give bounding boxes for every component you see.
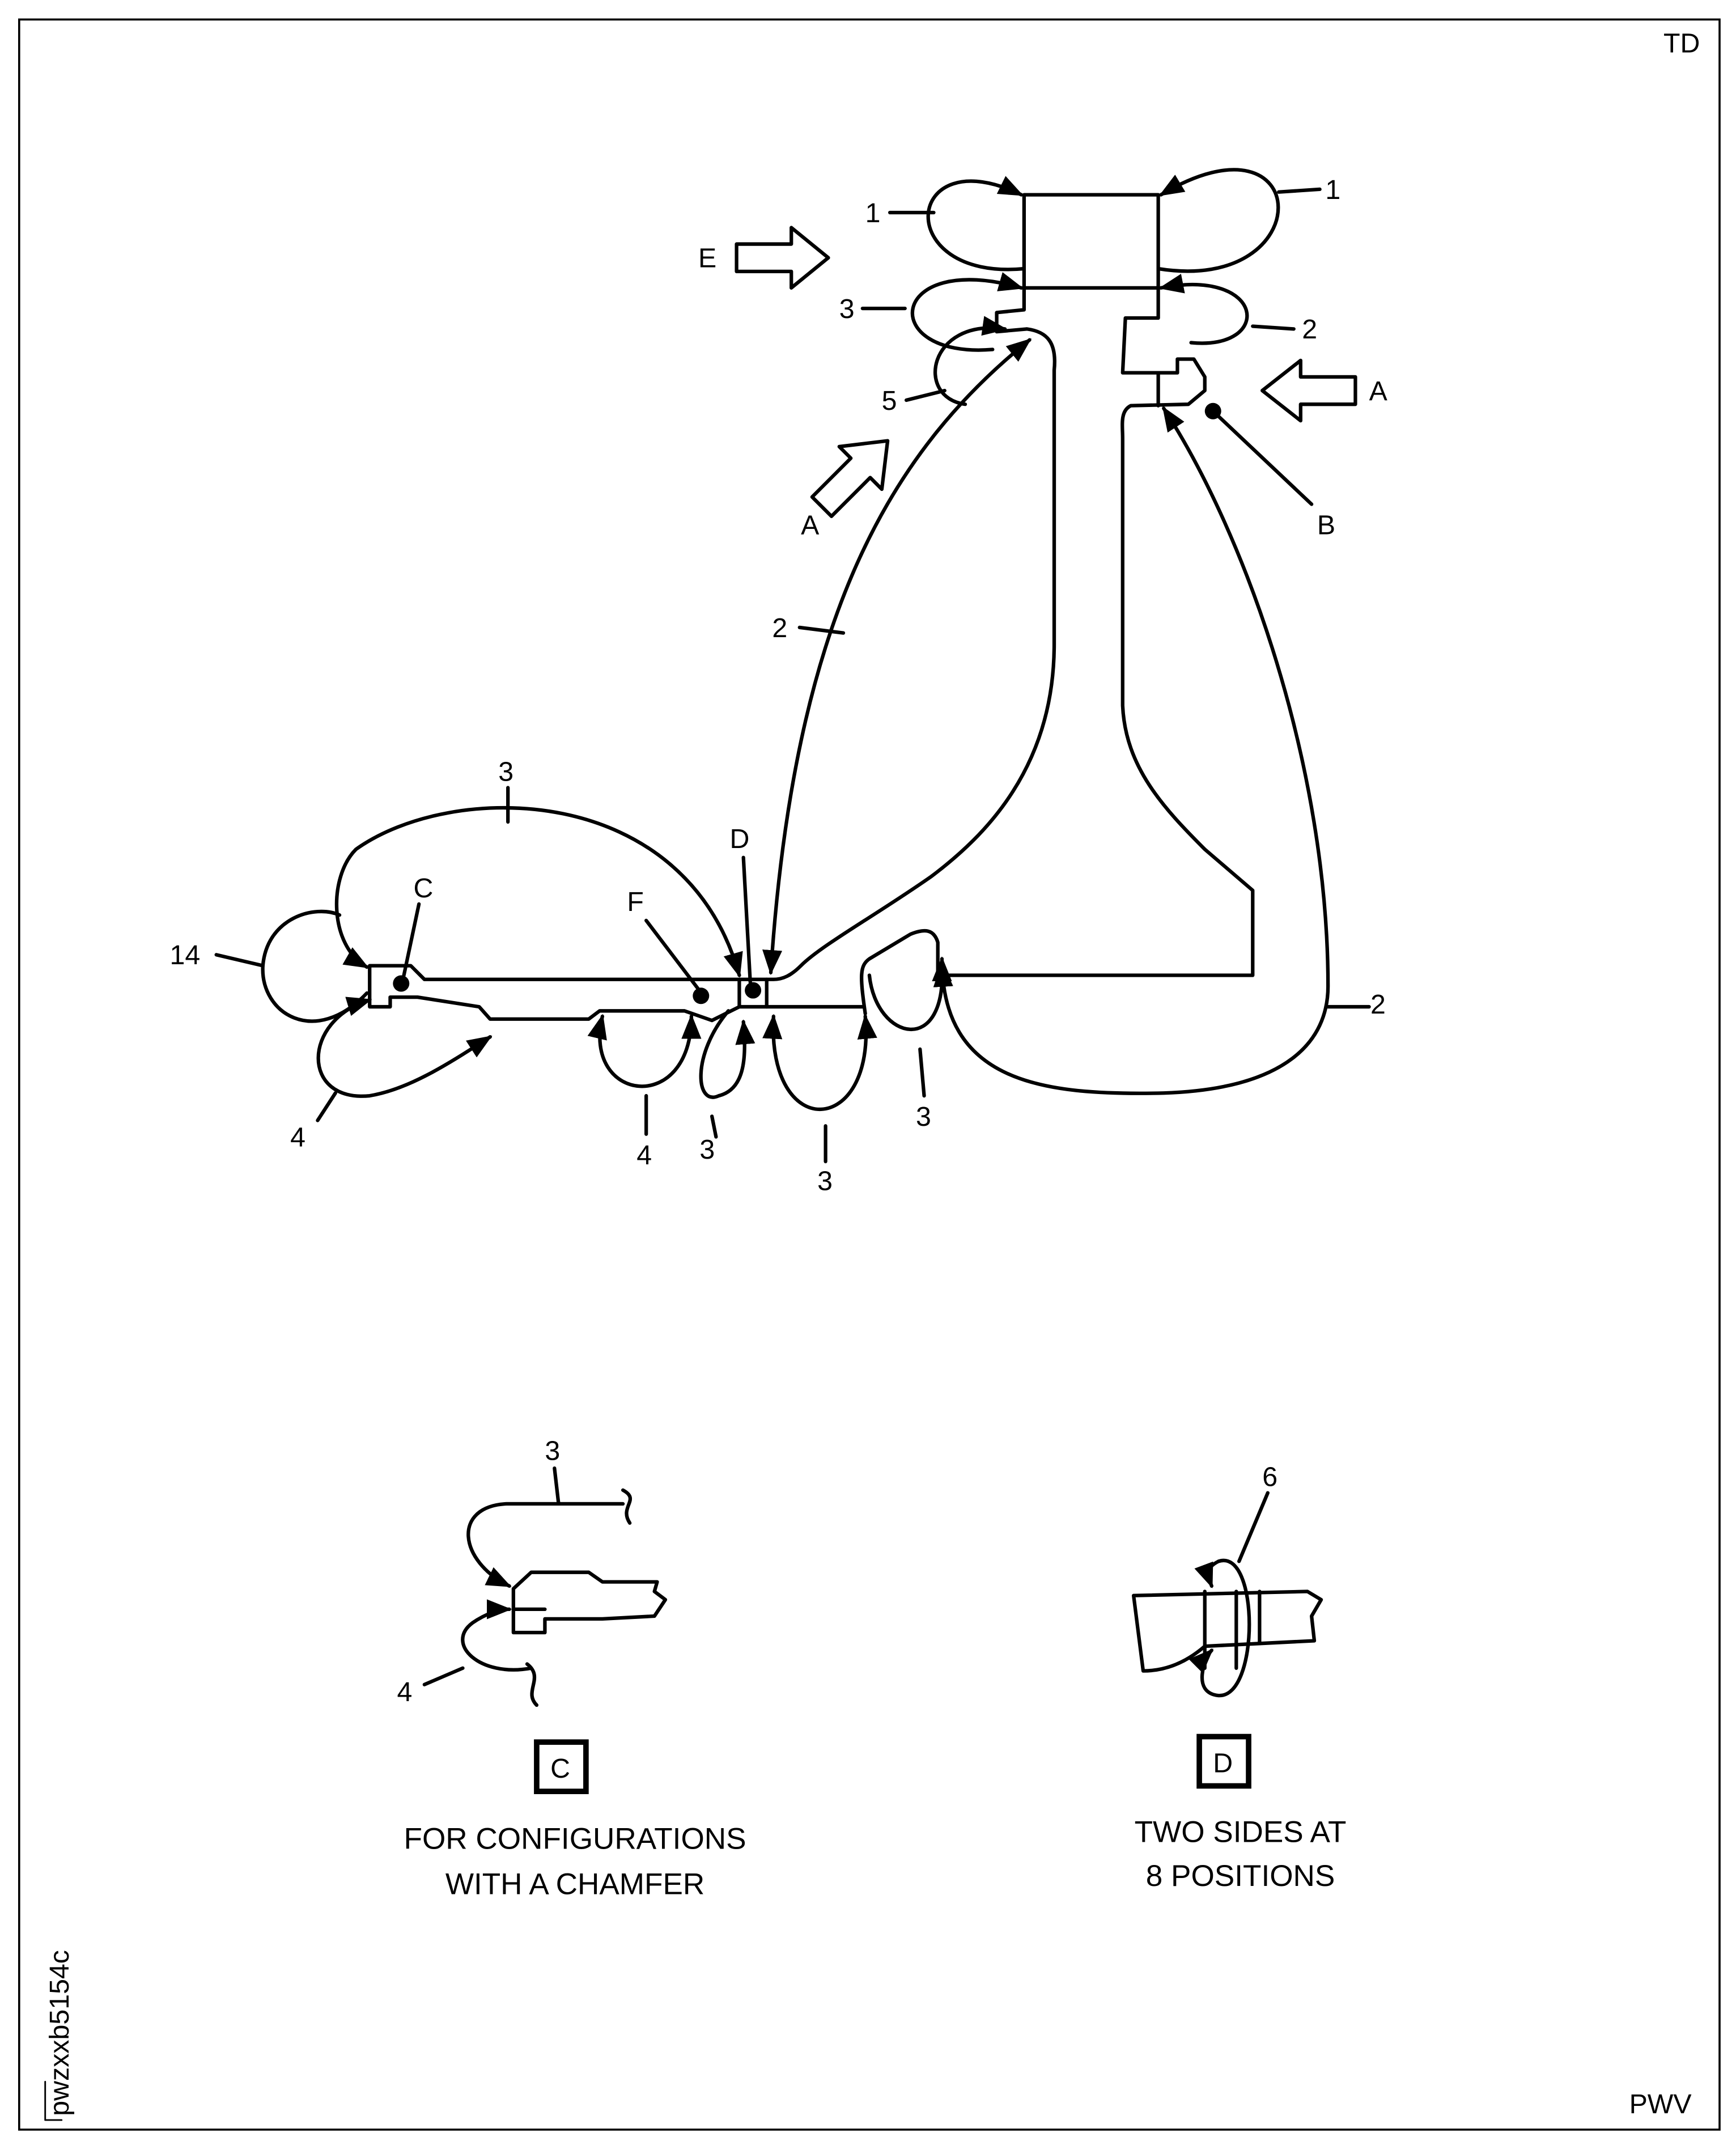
detail-c-callout-3: 3 bbox=[545, 1436, 560, 1466]
detail-d-caption-1: TWO SIDES AT bbox=[1135, 1816, 1347, 1849]
loop-14 bbox=[261, 909, 369, 1023]
callout-4-left: 4 bbox=[290, 1122, 305, 1152]
detail-d-caption-2: 8 POSITIONS bbox=[1146, 1859, 1335, 1893]
detail-c-caption-1: FOR CONFIGURATIONS bbox=[404, 1822, 746, 1856]
view-label-a-right: A bbox=[1369, 376, 1388, 406]
leader-14 bbox=[214, 953, 265, 968]
callout-3-small: 3 bbox=[699, 1134, 715, 1165]
callout-2-top: 2 bbox=[1302, 314, 1317, 345]
leader-2-left bbox=[797, 625, 846, 635]
corner-label-td: TD bbox=[1663, 28, 1700, 58]
point-label-d: D bbox=[730, 824, 750, 854]
loop-4-left bbox=[316, 997, 493, 1098]
callout-2-right: 2 bbox=[1370, 989, 1386, 1020]
corner-label-pwv: PWV bbox=[1629, 2089, 1692, 2119]
detail-c: 3 4 C FOR CONFIGURATIONS WITH A CHAMFER bbox=[397, 1436, 746, 1901]
path-2-left bbox=[762, 338, 1032, 976]
loop-3-top bbox=[910, 272, 1024, 352]
view-arrow-e bbox=[735, 226, 830, 290]
loop-1-left bbox=[926, 176, 1026, 272]
leader-b bbox=[1211, 409, 1314, 506]
point-d-dot bbox=[745, 982, 762, 999]
callout-3-arm-top: 3 bbox=[498, 756, 513, 787]
path-2-right bbox=[932, 406, 1330, 1095]
leader-4-left bbox=[316, 1091, 337, 1122]
callout-14: 14 bbox=[170, 940, 201, 970]
loop-3-arm-top bbox=[334, 806, 743, 978]
figure-id-bracket bbox=[44, 2080, 63, 2121]
loop-3-right bbox=[867, 961, 953, 1031]
loop-1-right bbox=[1156, 168, 1280, 273]
loop-2-top bbox=[1158, 274, 1249, 345]
loop-3-under bbox=[762, 1014, 877, 1112]
drawing-frame bbox=[18, 18, 1721, 2131]
detail-c-callout-4: 4 bbox=[397, 1677, 413, 1707]
point-label-b: B bbox=[1317, 510, 1335, 541]
point-label-c: C bbox=[414, 873, 434, 904]
callout-1-left: 1 bbox=[865, 198, 881, 228]
callout-3-top: 3 bbox=[839, 294, 855, 324]
figure-id: pwzxxb5154c bbox=[44, 1950, 75, 2116]
callout-2-left: 2 bbox=[772, 613, 787, 643]
loop-4-mid bbox=[587, 1014, 702, 1088]
detail-c-box-label: C bbox=[550, 1753, 570, 1784]
callout-3-under: 3 bbox=[817, 1166, 833, 1197]
view-arrow-a-diag bbox=[810, 439, 890, 518]
detail-d-box-label: D bbox=[1213, 1748, 1233, 1778]
detail-d-callout-6: 6 bbox=[1262, 1462, 1277, 1493]
callout-3-right: 3 bbox=[916, 1101, 931, 1132]
detail-d: 6 D TWO SIDES AT 8 POSITIONS bbox=[1131, 1462, 1347, 1893]
detail-c-caption-2: WITH A CHAMFER bbox=[445, 1867, 704, 1901]
leader-3-small bbox=[710, 1114, 718, 1139]
view-arrow-a-right bbox=[1260, 358, 1357, 423]
detail-d-box bbox=[1196, 1733, 1251, 1789]
callout-4-mid: 4 bbox=[636, 1140, 652, 1171]
detail-c-box bbox=[534, 1739, 589, 1795]
callout-1-right: 1 bbox=[1325, 175, 1340, 205]
view-label-e: E bbox=[698, 243, 716, 274]
point-label-f: F bbox=[627, 887, 644, 917]
leader-1-right bbox=[1277, 187, 1322, 194]
view-label-a-diag: A bbox=[801, 510, 820, 541]
leader-5 bbox=[904, 388, 946, 402]
point-f-dot bbox=[693, 987, 710, 1004]
leader-3-right bbox=[918, 1047, 926, 1098]
leader-2-top bbox=[1251, 324, 1296, 331]
part-section bbox=[368, 193, 1255, 1023]
loop-3-small bbox=[699, 1009, 755, 1099]
point-c-dot bbox=[393, 975, 410, 992]
callout-5: 5 bbox=[882, 385, 897, 416]
